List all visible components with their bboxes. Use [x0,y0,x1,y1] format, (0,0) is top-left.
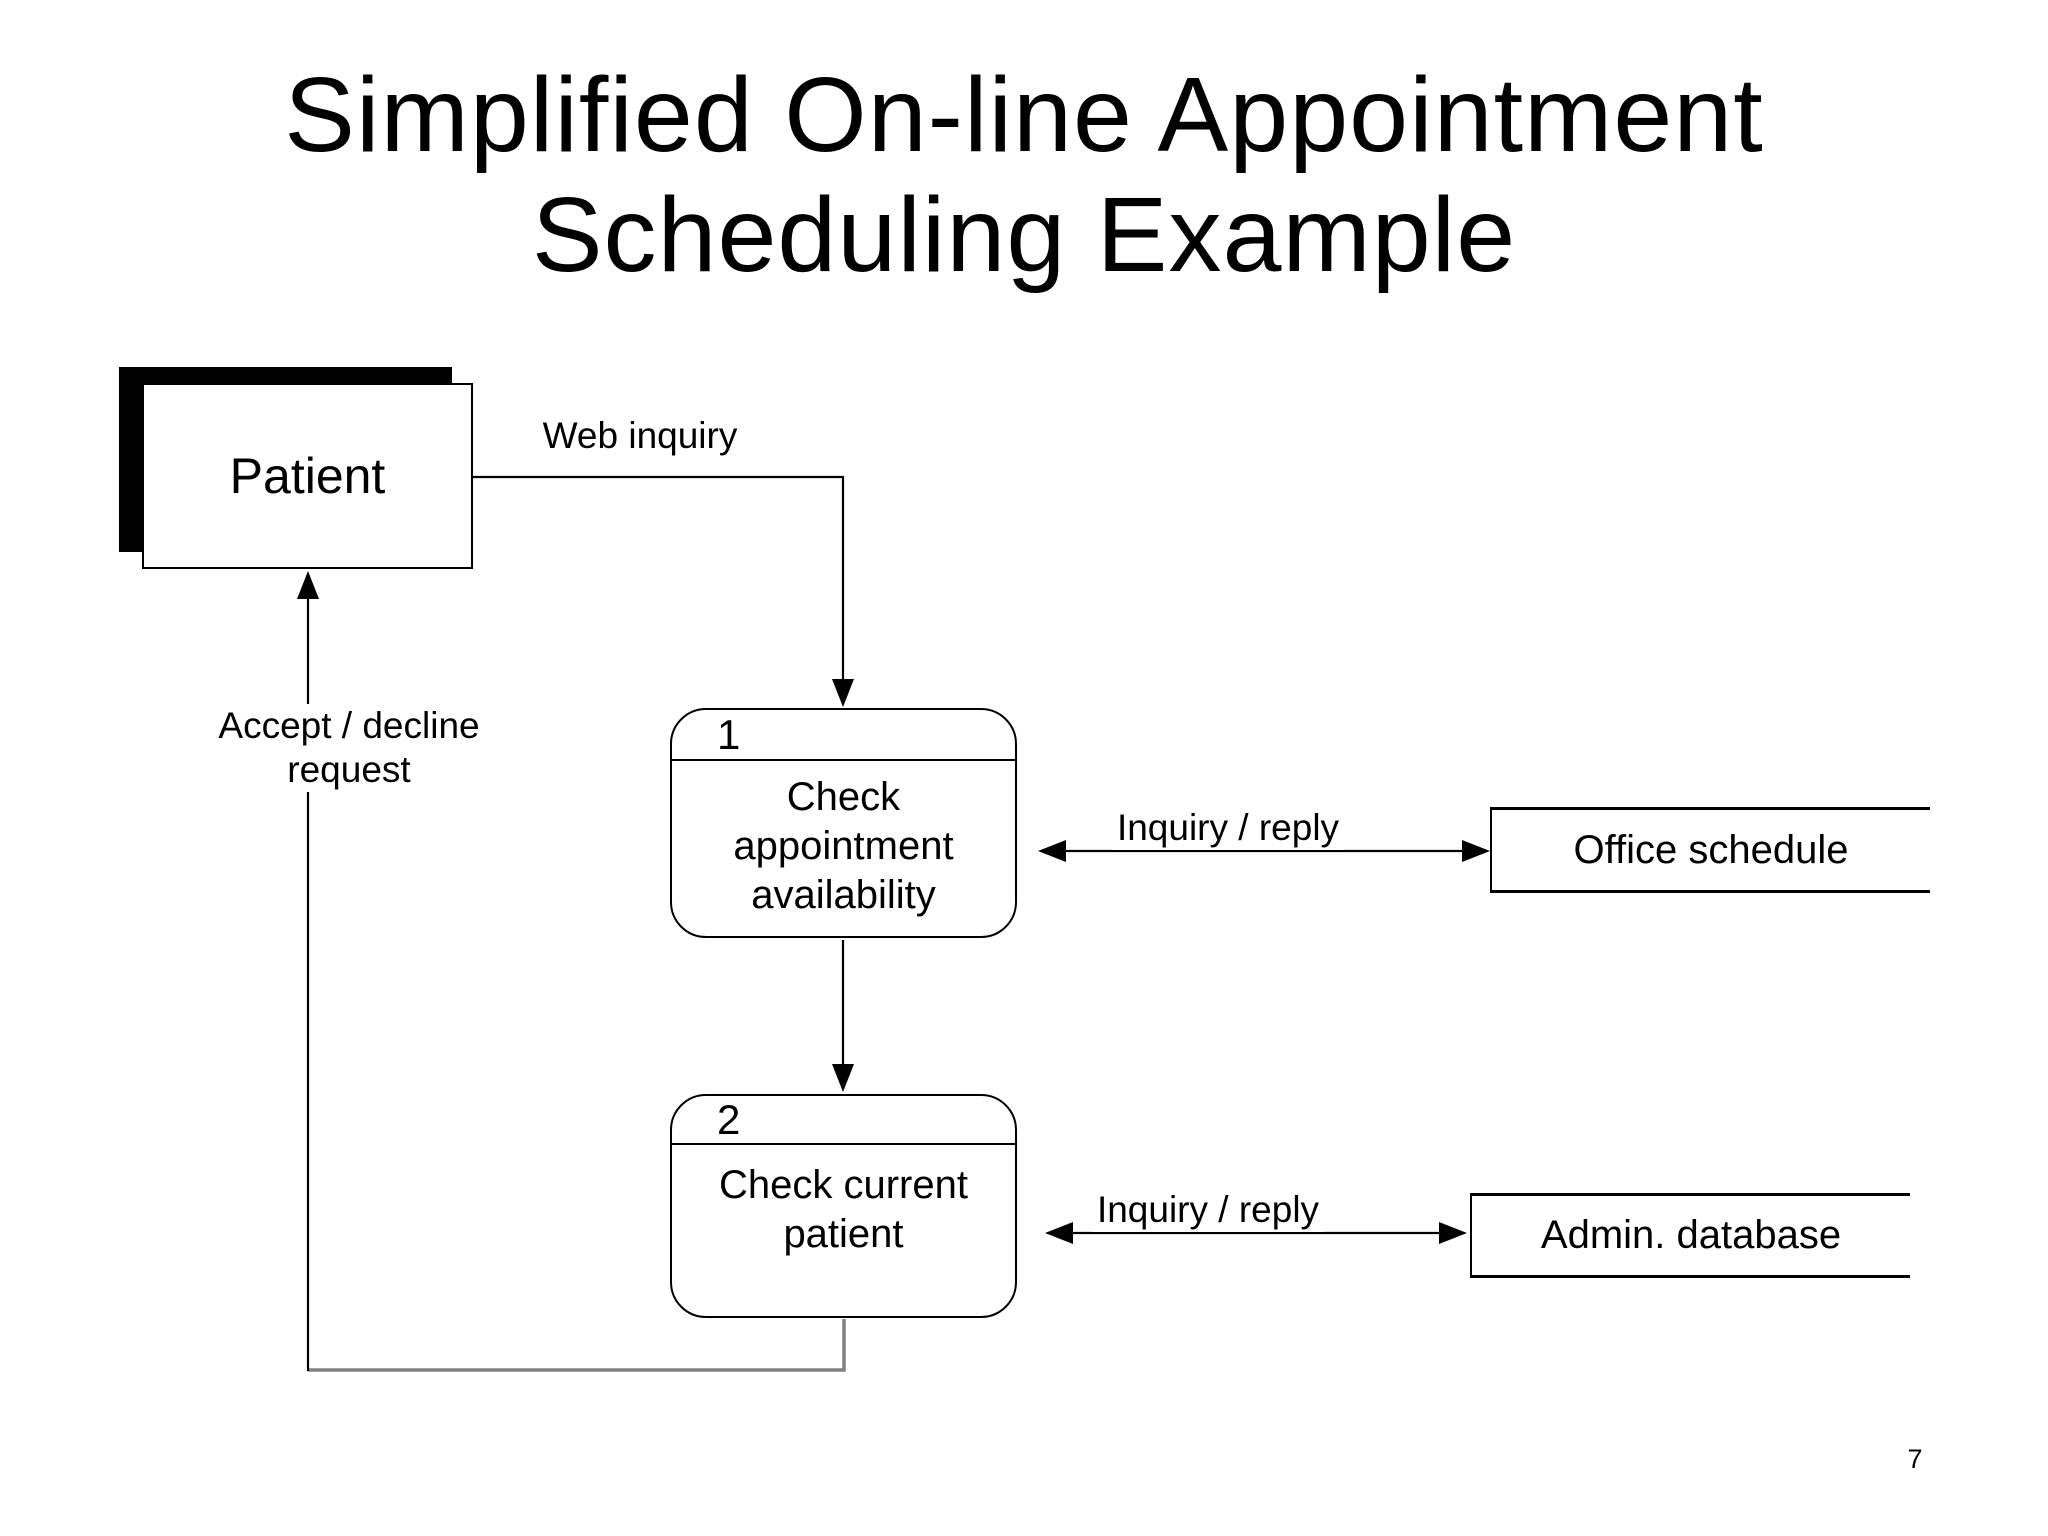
process-check-current-patient: 2 Check current patient [670,1094,1017,1318]
arrowhead-down-icon [832,679,854,707]
page-number: 7 [1907,1444,1923,1474]
flow-label-inquiry-reply-2: Inquiry / reply [1092,1188,1324,1232]
flow-label-inquiry-reply-1: Inquiry / reply [1112,806,1344,850]
arrowhead-right-icon [1462,840,1490,862]
flow-process1-to-process2-line [832,940,854,1092]
arrowhead-down-icon [832,1064,854,1092]
process-1-number: 1 [717,710,741,758]
slide-title-line2: Scheduling Example [531,176,1517,294]
slide-title: Simplified On-line Appointment Schedulin… [0,55,2048,295]
patient-entity: Patient [142,383,473,569]
process-1-header: 1 [672,710,1015,761]
patient-entity-label: Patient [229,448,386,504]
process-2-number: 2 [717,1095,741,1143]
arrowhead-right-icon [1439,1222,1467,1244]
flow-label-web-inquiry: Web inquiry [540,414,740,458]
arrowhead-left-icon [1045,1222,1073,1244]
process-check-appointment-availability: 1 Check appointment availability [670,708,1017,938]
flow-inquiry-reply-2-line [1045,1222,1467,1244]
arrowhead-up-icon [297,571,319,599]
process-2-label: Check current patient [719,1163,968,1256]
flow-inquiry-reply-1-line [1038,840,1490,862]
process-2-header: 2 [672,1096,1015,1145]
datastore-admin-database: Admin. database [1470,1193,1910,1278]
flow-web-inquiry-line [473,475,854,707]
flow-label-accept-decline-request: Accept / decline request [194,704,504,792]
datastore-office-schedule-label: Office schedule [1573,827,1849,872]
slide-title-line1: Simplified On-line Appointment [284,56,1764,174]
process-1-label: Check appointment availability [733,775,954,917]
arrowhead-left-icon [1038,840,1066,862]
datastore-admin-database-label: Admin. database [1540,1213,1842,1257]
datastore-office-schedule: Office schedule [1490,807,1930,893]
